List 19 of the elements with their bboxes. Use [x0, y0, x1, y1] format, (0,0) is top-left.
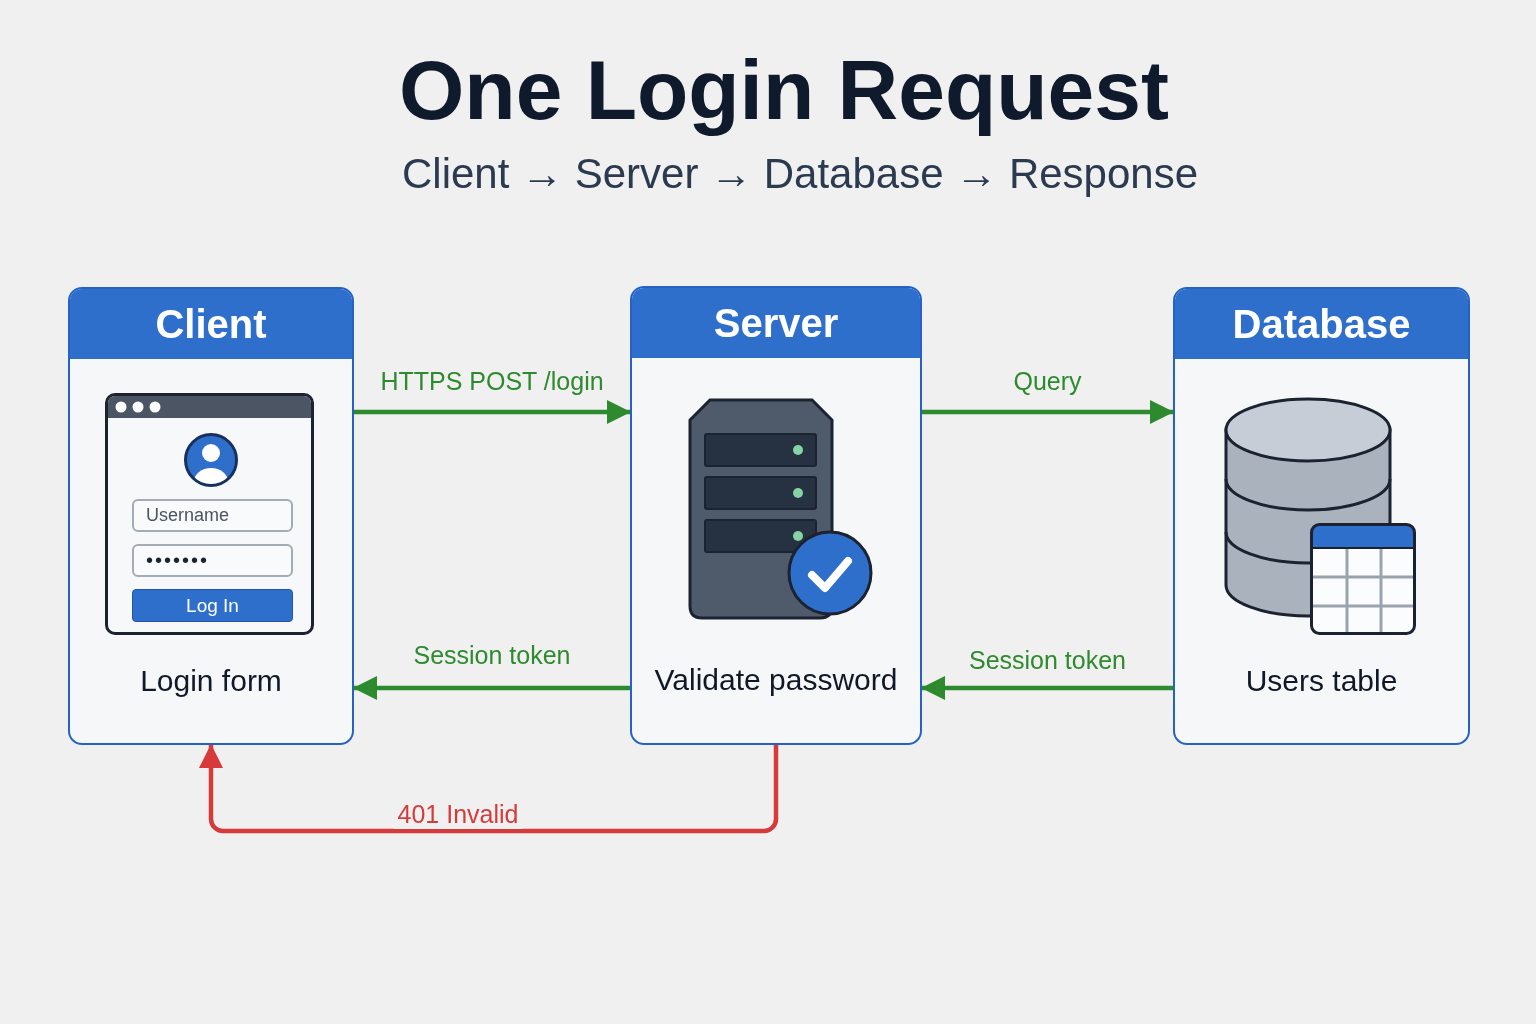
- card-header: Database: [1175, 289, 1468, 359]
- card-header: Client: [70, 289, 352, 359]
- component-card: [68, 287, 354, 745]
- card-header: Server: [632, 288, 920, 358]
- login-button: Log In: [132, 589, 293, 622]
- password-field: •••••••: [132, 544, 293, 577]
- card-caption: Validate password: [654, 662, 898, 698]
- subtitle: Client → Server → Database → Response: [402, 150, 1198, 199]
- card-caption: Users table: [1245, 663, 1398, 699]
- arrow: [199, 744, 779, 834]
- component-card: [1173, 287, 1470, 745]
- arrow: [354, 400, 631, 424]
- arrow: [922, 400, 1174, 424]
- card-caption: Login form: [140, 663, 282, 699]
- component-card: [630, 286, 922, 745]
- arrow: [921, 676, 1173, 700]
- diagram-title: One Login Request: [399, 42, 1169, 139]
- username-field: Username: [132, 499, 293, 532]
- arrow: [353, 676, 630, 700]
